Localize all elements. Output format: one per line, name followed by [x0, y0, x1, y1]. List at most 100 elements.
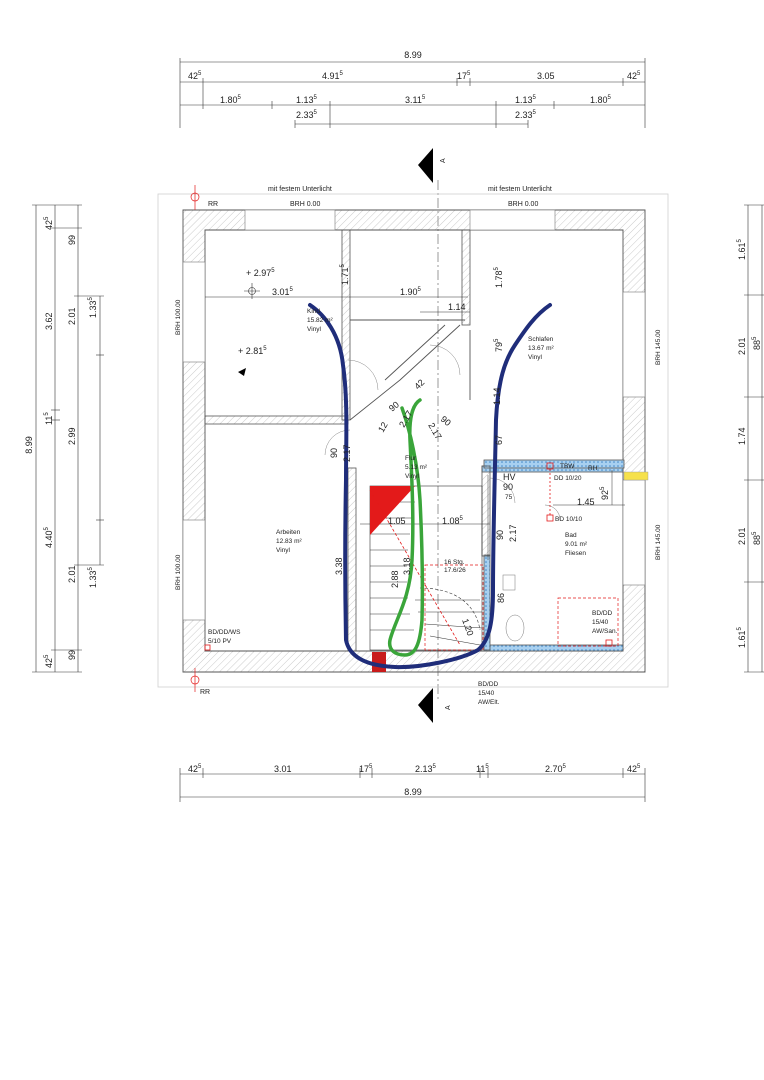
bottom-dimensions: [179, 768, 646, 802]
bottom-dim-4: 2.135: [415, 764, 437, 774]
bd-label: BD 10/10: [555, 516, 582, 523]
left-dim-5: 425: [44, 654, 54, 668]
dim-318: 3.18: [402, 557, 412, 575]
left-dim-11: 1.335: [88, 296, 98, 318]
dim-92: 925: [600, 486, 610, 500]
dim-90b: 90: [439, 414, 453, 428]
interior-dim-lines: [205, 296, 625, 560]
room-arbeiten-name: Arbeiten: [276, 529, 301, 536]
left-dimensions: [32, 204, 104, 673]
dim-90a: 90: [387, 399, 401, 413]
dd-label: DD 10/20: [554, 475, 582, 482]
rh-label: RH: [588, 465, 598, 472]
bdbad-label-3: AW/San.: [592, 628, 618, 635]
bdbad-label-1: BD/DD: [592, 610, 613, 617]
stair-red-marker: [370, 486, 415, 535]
brh-left-bottom-label: BRH 100.00: [175, 554, 182, 590]
stairs-ratio: 17.6/26: [444, 567, 466, 574]
green-route-line: [387, 398, 425, 657]
dim-108: 1.085: [442, 516, 464, 526]
right-dim-1: 1.615: [737, 238, 747, 260]
left-dim-8: 2.99: [67, 427, 77, 445]
bdws-label-2: 5/10 PV: [208, 638, 232, 645]
right-dim-6: 885: [752, 336, 762, 350]
top-dim-11: 2.335: [296, 110, 318, 120]
dim-42: 42: [412, 377, 426, 391]
right-dim-5: 1.615: [737, 626, 747, 648]
windows: [182, 209, 646, 621]
room-kind-area: 15.82 m²: [307, 317, 333, 324]
top-dim-5: 425: [627, 71, 641, 81]
top-dim-7: 1.135: [296, 95, 318, 105]
room-bad-area: 9.01 m²: [565, 541, 588, 548]
room-arbeiten-area: 12.83 m²: [276, 538, 302, 545]
top-dim-8: 3.115: [405, 95, 426, 105]
level-symbol: [238, 368, 246, 376]
left-dim-1: 425: [44, 216, 54, 230]
left-dim-3: 115: [44, 412, 54, 425]
dim-90c: 90: [329, 448, 339, 458]
room-bad-floor: Fliesen: [565, 550, 586, 557]
bad-fixtures: [502, 504, 561, 642]
level-marks: [244, 283, 260, 299]
unterlicht-right-label: mit festem Unterlicht: [488, 186, 552, 193]
dim-105: 1.05: [388, 516, 406, 526]
right-dim-7: 885: [752, 531, 762, 545]
left-dim-7: 2.01: [67, 307, 77, 325]
dim-217c: 2.17: [342, 444, 352, 462]
dim-114: 1.14: [448, 302, 466, 312]
svg-text:A: A: [445, 705, 452, 710]
bdbot-label-3: AW/Elt.: [478, 699, 500, 706]
top-dim-12: 2.335: [515, 110, 537, 120]
dim-86: 86: [496, 593, 506, 603]
bottom-dim-1: 425: [188, 764, 202, 774]
dim-288: 2.88: [390, 570, 400, 588]
top-dim-6: 1.805: [220, 95, 242, 105]
drawing-frame: [157, 193, 669, 688]
room-kind-name: Kind: [307, 308, 320, 315]
rr-markers: [190, 185, 200, 692]
top-dim-10: 1.805: [590, 95, 612, 105]
brh-top-right-label: BRH 0.00: [508, 201, 538, 208]
top-dim-2: 4.915: [322, 71, 344, 81]
bad-red-box: [557, 597, 619, 647]
red-block: [372, 652, 386, 672]
top-dim-3: 175: [457, 71, 471, 81]
tbw-label: TBW: [560, 463, 575, 470]
dim-90e: 90: [495, 530, 505, 540]
unterlicht-left-label: mit festem Unterlicht: [268, 186, 332, 193]
dim-79: 795: [494, 338, 504, 352]
level-2: + 2.815: [238, 346, 267, 356]
bdbad-label-2: 15/40: [592, 619, 609, 626]
svg-text:A: A: [440, 158, 447, 163]
right-dim-4: 2.01: [737, 527, 747, 545]
rr-bottom-label: RR: [200, 689, 210, 696]
rr-top-label: RR: [208, 201, 218, 208]
brh-right-top-label: BRH 145.00: [655, 329, 662, 365]
top-dim-4: 3.05: [537, 71, 555, 81]
bdbot-label-2: 15/40: [478, 690, 495, 697]
dim-217d: 2.17: [508, 524, 518, 542]
dim-12: 12: [376, 420, 390, 434]
room-flur-name: Flur: [405, 455, 417, 462]
top-dim-1: 425: [188, 71, 202, 81]
dim-301: 3.015: [272, 287, 294, 297]
brh-left-top-label: BRH 100.00: [175, 299, 182, 335]
left-dim-10: 99: [67, 650, 77, 660]
left-overall-dim: 8.99: [24, 436, 34, 454]
red-symbols: [204, 462, 613, 651]
dim-90d: 90: [503, 482, 513, 492]
dim-120: 1.20: [460, 617, 475, 637]
dim-338: 3.38: [334, 557, 344, 575]
stairs-count: 16 Stg.: [444, 559, 465, 566]
room-flur-floor: Vinyl: [405, 473, 420, 480]
bdws-label-1: BD/DD/WS: [208, 629, 241, 636]
bottom-dim-7: 425: [627, 764, 641, 774]
diagonal-walls: [349, 319, 471, 421]
right-dim-2: 2.01: [737, 337, 747, 355]
right-dim-3: 1.74: [737, 427, 747, 445]
dim-217b: 2.17: [426, 421, 443, 441]
brh-top-left-label: BRH 0.00: [290, 201, 320, 208]
bottom-dim-2: 3.01: [274, 764, 292, 774]
left-dim-12: 1.335: [88, 566, 98, 588]
